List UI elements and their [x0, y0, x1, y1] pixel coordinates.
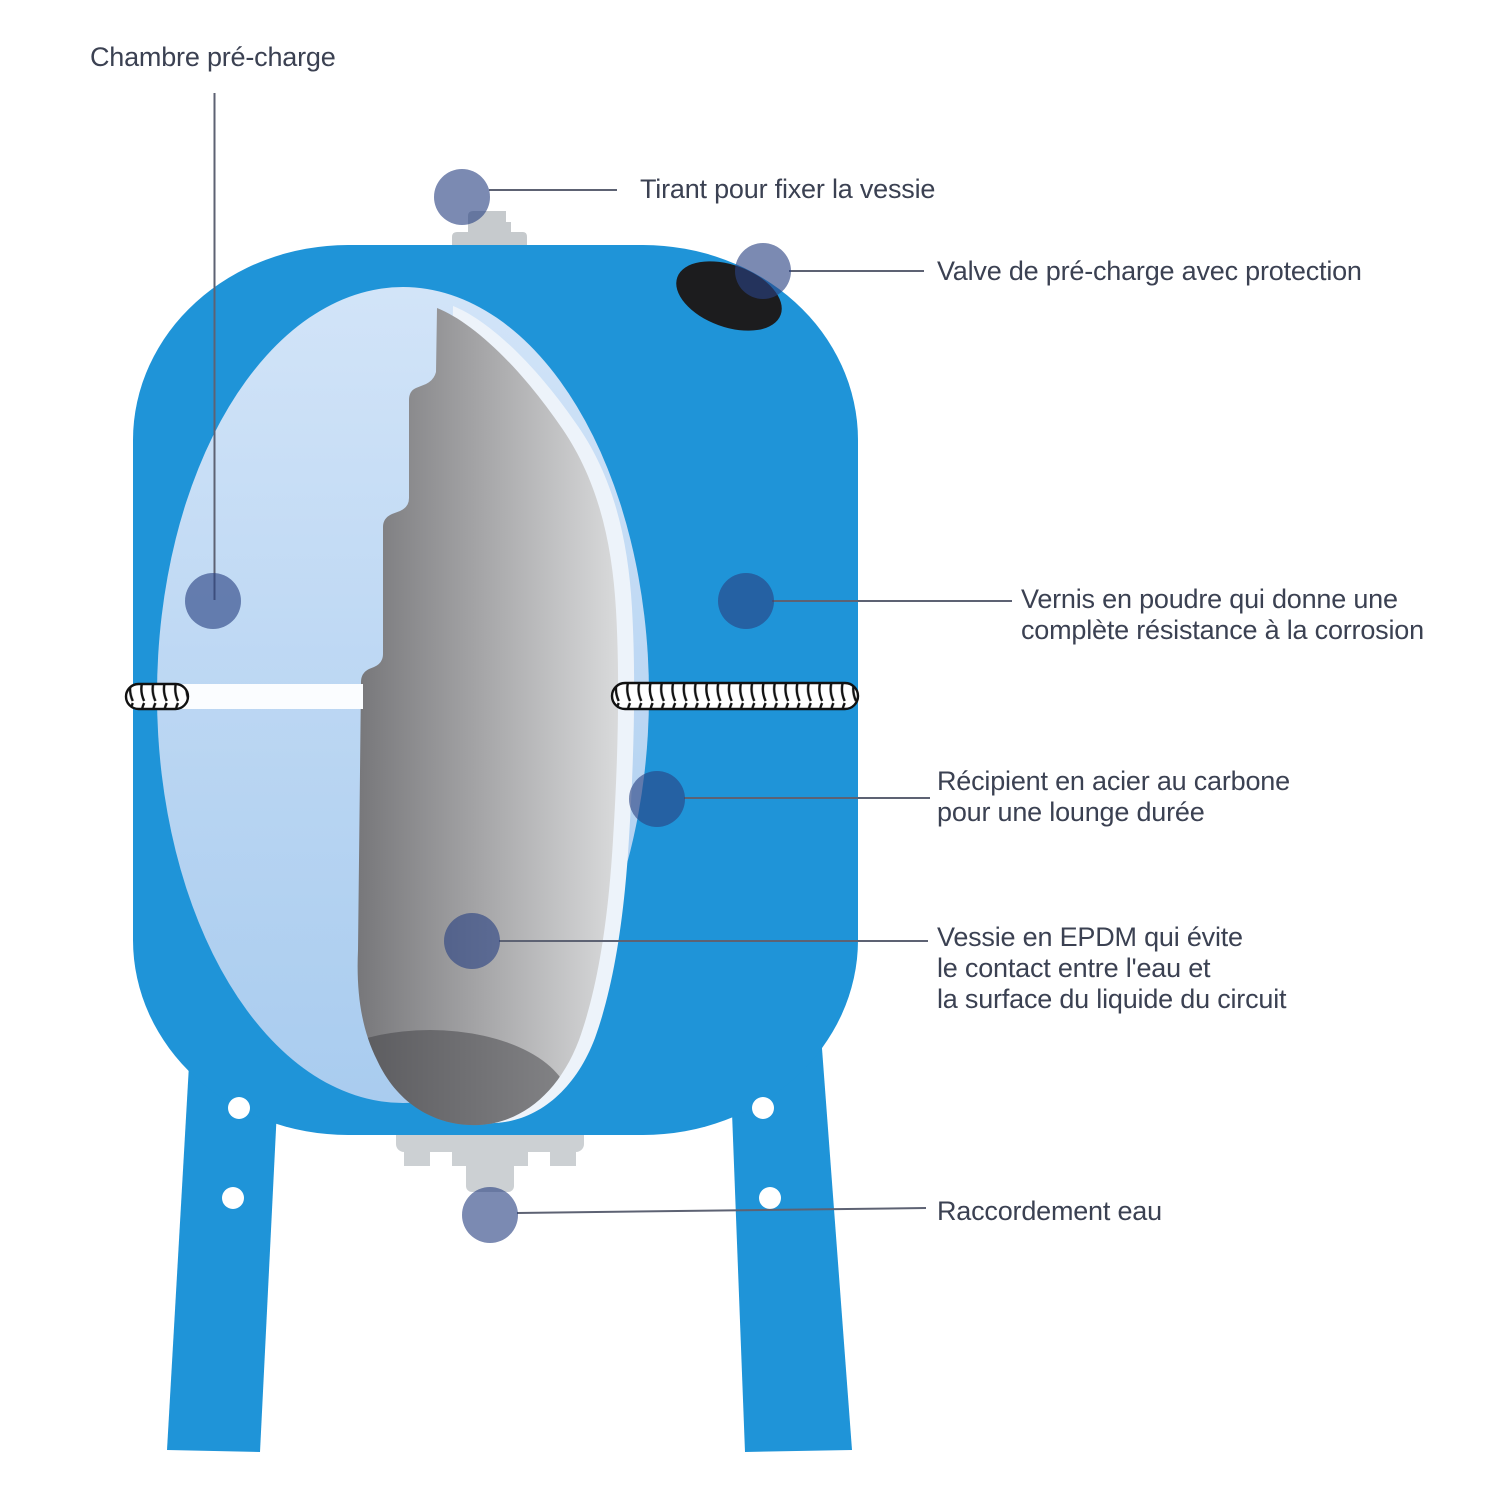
leg-hole [222, 1187, 244, 1209]
label-valve: Valve de pré-charge avec protection [937, 256, 1362, 286]
label-chambre-pre-charge: Chambre pré-charge [90, 42, 336, 72]
weld-seam-right-coil [610, 681, 860, 711]
leg-hole [228, 1097, 250, 1119]
callout-dot-vernis [718, 573, 774, 629]
label-recipient: Récipient en acier au carbone pour une l… [937, 766, 1290, 827]
leg-hole [752, 1097, 774, 1119]
label-tirant: Tirant pour fixer la vessie [640, 174, 936, 204]
label-vernis: Vernis en poudre qui donne une complète … [1021, 584, 1424, 645]
water-connection-pipe [466, 1150, 514, 1192]
weld-seam-left-coil [124, 682, 190, 711]
label-vessie: Vessie en EPDM qui évite le contact entr… [937, 922, 1287, 1014]
label-raccordement: Raccordement eau [937, 1196, 1162, 1226]
callout-dot-vessie [444, 913, 500, 969]
callout-line-raccordement [516, 1207, 927, 1214]
callout-dots [185, 169, 791, 1243]
leg-hole [759, 1187, 781, 1209]
callout-lines [213, 93, 1012, 1214]
callout-dot-recipient [629, 771, 685, 827]
weld-seam-band [182, 684, 363, 709]
callout-dot-valve [735, 243, 791, 299]
weld-seam [124, 681, 860, 711]
callout-dot-raccordement [462, 1187, 518, 1243]
flange-tab [550, 1150, 576, 1166]
flange-tab [404, 1150, 430, 1166]
callout-dot-tirant [434, 169, 490, 225]
callout-dot-chambre [185, 573, 241, 629]
leg-holes [222, 1097, 781, 1209]
